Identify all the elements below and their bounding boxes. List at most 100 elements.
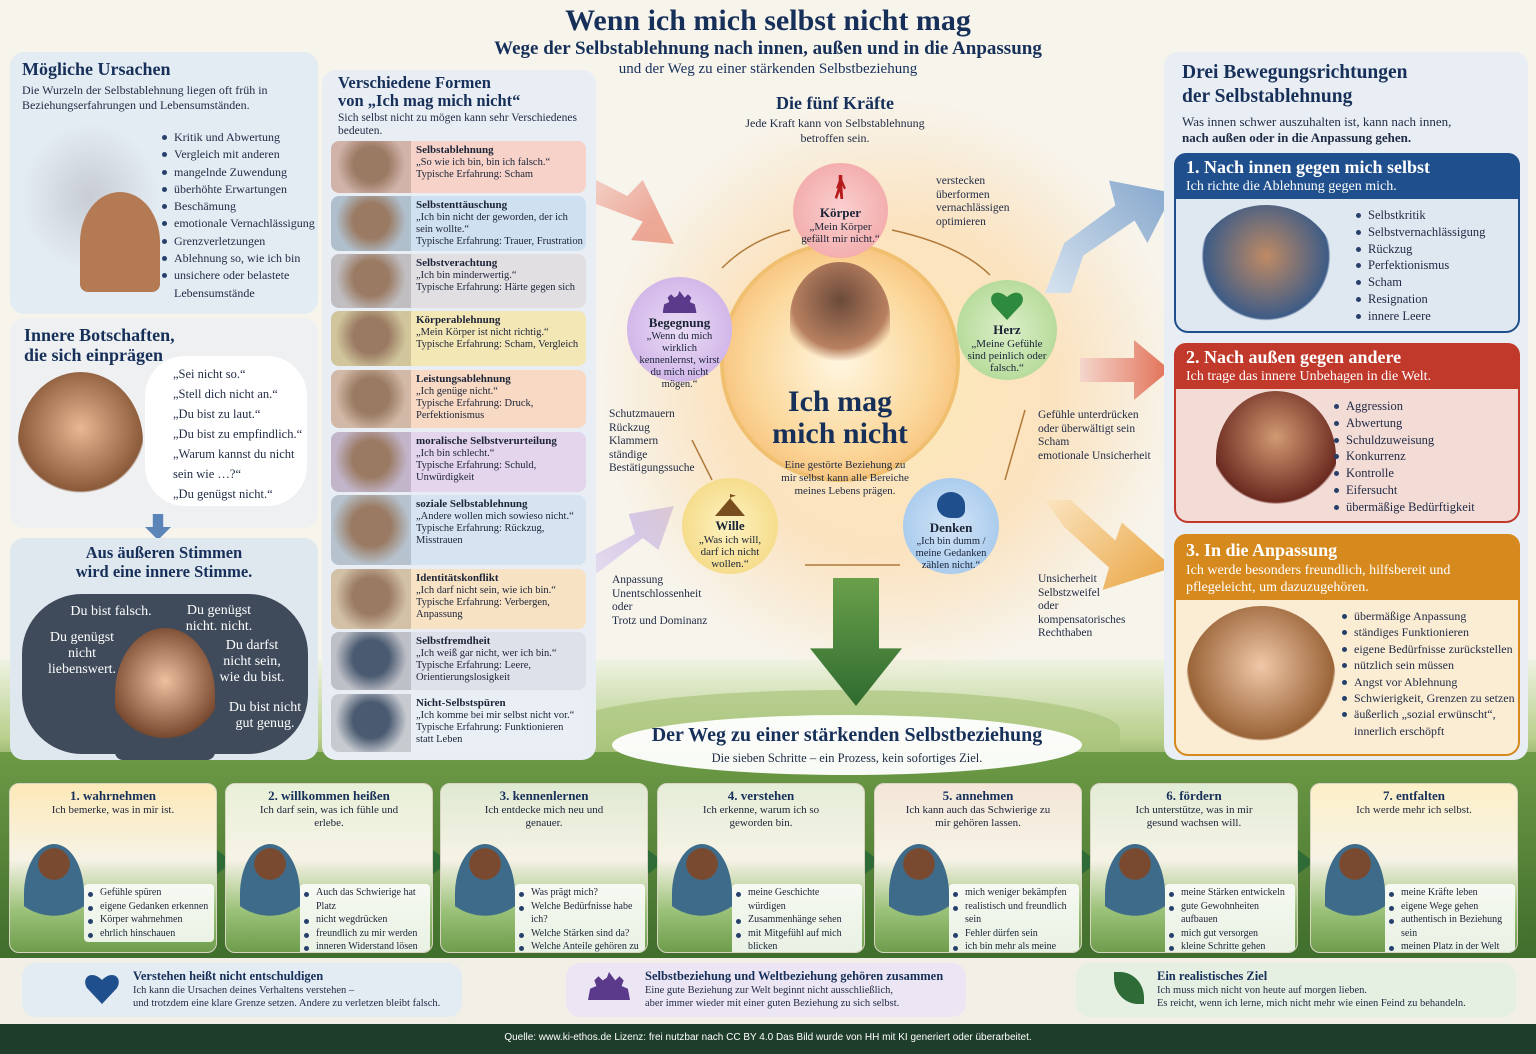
force-herz-quote: „Meine Gefühle sind peinlich oder falsch… xyxy=(967,338,1047,374)
form-quote: „Ich darf nicht sein, wie ich bin.“ xyxy=(416,585,556,596)
force-herz: Herz „Meine Gefühle sind peinlich oder f… xyxy=(957,280,1057,380)
form-card: Selbstablehnung„So wie ich bin, bin ich … xyxy=(331,141,586,193)
step-person-illustration xyxy=(889,844,949,944)
step-list-item: nicht wegdrücken xyxy=(304,913,426,927)
form-portrait-illustration xyxy=(331,432,411,492)
directions-text: Was innen schwer auszuhalten ist, kann n… xyxy=(1182,114,1452,129)
form-name: Selbstablehnung xyxy=(416,144,494,156)
list-item: Angst vor Ablehnung xyxy=(1342,674,1522,690)
form-quote: „Mein Körper ist nicht richtig.“ xyxy=(416,327,549,338)
step-list-item: mich weniger bekämpfen xyxy=(953,886,1075,900)
note-relationship-text-2: aber immer wieder mit einer guten Bezieh… xyxy=(645,998,900,1009)
step-list-item: Zusammenhänge sehen xyxy=(736,913,858,927)
list-item: Vergleich mit anderen xyxy=(162,146,322,163)
note-understanding-text: Ich kann die Ursachen deines Verhaltens … xyxy=(133,985,355,996)
list-item: Kritik und Abwertung xyxy=(162,129,322,146)
force-note: oder xyxy=(1038,600,1059,612)
directions-text-2: nach außen oder in die Anpassung gehen. xyxy=(1182,130,1412,145)
step-subtitle: Ich entdecke mich neu und genauer. xyxy=(484,804,604,829)
forms-title-2: von „Ich mag mich nicht“ xyxy=(338,91,521,110)
step-person-illustration xyxy=(455,844,515,944)
list-item: innere Leere xyxy=(1356,308,1485,325)
shouting-man-illustration xyxy=(1216,391,1336,521)
step-list-item: ehrlich hinschauen xyxy=(88,927,210,941)
form-portrait-illustration xyxy=(331,141,411,193)
list-item: Selbstvernachlässigung xyxy=(1356,224,1485,241)
people-group-icon xyxy=(662,291,697,313)
form-quote: „Ich bin nicht der geworden, der ich sei… xyxy=(416,212,568,235)
form-card: Selbstverachtung„Ich bin minderwertig.“T… xyxy=(331,254,586,308)
direction-adapt-sub: Ich werde besonders freundlich, hilfsber… xyxy=(1186,563,1451,595)
form-portrait-illustration xyxy=(331,196,411,251)
step-subtitle: Ich darf sein, was ich fühle und erlebe. xyxy=(259,804,399,829)
head-brain-icon xyxy=(937,492,965,518)
step-list-item: mich gut versorgen xyxy=(1169,927,1291,941)
form-quote: „So wie ich bin, bin ich falsch.“ xyxy=(416,157,551,168)
voice-bubble: Du bist falsch. xyxy=(70,604,152,619)
force-koerper-name: Körper xyxy=(819,205,862,220)
form-card: soziale Selbstablehnung„Andere wollen mi… xyxy=(331,495,586,565)
force-note: emotionale Unsicherheit xyxy=(1038,449,1151,462)
form-card: Körperablehnung„Mein Körper ist nicht ri… xyxy=(331,311,586,366)
forms-text: Sich selbst nicht zu mögen kann sehr Ver… xyxy=(338,112,577,137)
list-item: Rückzug xyxy=(1356,241,1485,258)
form-quote: „Ich genüge nicht.“ xyxy=(416,386,498,397)
force-denken-name: Denken xyxy=(929,520,973,535)
footer-source: Quelle: www.ki-ethos.de Lizenz: frei nut… xyxy=(504,1032,1032,1043)
step-list-item: authentisch in Beziehung sein xyxy=(1389,913,1511,940)
direction-inner-sub: Ich richte die Ablehnung gegen mich. xyxy=(1186,179,1397,194)
direction-inner-title: 1. Nach innen gegen mich selbst xyxy=(1186,157,1431,177)
note-relationship xyxy=(566,963,966,1017)
directions-title-2: der Selbstablehnung xyxy=(1182,86,1353,107)
form-card: moralische Selbstverurteilung„Ich bin sc… xyxy=(331,432,586,492)
step-list-item: Was prägt mich? xyxy=(519,886,641,900)
step-list-item: realistisch und freundlich sein xyxy=(953,900,1075,927)
page-subtitle: Wege der Selbstablehnung nach innen, auß… xyxy=(494,38,1042,59)
direction-outer-sub: Ich trage das innere Unbehagen in die We… xyxy=(1186,369,1432,384)
head-in-arms-illustration xyxy=(790,262,890,372)
step-list-item: Fehler dürfen sein xyxy=(953,927,1075,941)
step-person-illustration xyxy=(24,844,84,944)
sad-girl-illustration xyxy=(18,372,143,512)
voice-bubble: Du genügst nicht. nicht. xyxy=(185,603,253,634)
messages-title-2: die sich einprägen xyxy=(24,345,164,365)
voices-panel xyxy=(10,538,318,760)
list-item: Kontrolle xyxy=(1334,465,1475,482)
way-title: Der Weg zu einer stärkenden Selbstbezieh… xyxy=(651,724,1043,746)
form-experience: Typische Erfahrung: Funktionieren statt … xyxy=(416,722,564,745)
list-item: Aggression xyxy=(1334,398,1475,415)
force-note: Schutzmauern xyxy=(609,408,675,420)
force-note: oder xyxy=(612,601,633,613)
message-item: „Sei nicht so.“ xyxy=(173,367,246,381)
step-list: Was prägt mich?Welche Bedürfnisse habe i… xyxy=(515,884,645,952)
force-note: verstecken xyxy=(936,175,986,187)
list-item: Scham xyxy=(1356,274,1485,291)
list-item: Ablehnung so, wie ich bin xyxy=(162,250,322,267)
center-text: Eine gestörte Beziehung zu mir selbst ka… xyxy=(781,459,909,497)
note-goal-title: Ein realistisches Ziel xyxy=(1157,969,1268,983)
footer-bar xyxy=(0,1024,1536,1054)
step-list-item: eigene Wege gehen xyxy=(1389,900,1511,914)
forces-text: Jede Kraft kann von Selbstablehnung betr… xyxy=(745,116,925,145)
list-item: Resignation xyxy=(1356,291,1485,308)
force-denken: Denken „Ich bin dumm / meine Gedanken zä… xyxy=(903,478,999,574)
forms-title: Verschiedene Formen xyxy=(338,73,491,92)
step-list-item: Gefühle spüren xyxy=(88,886,210,900)
form-quote: „Ich weiß gar nicht, wer ich bin.“ xyxy=(416,648,557,659)
step-list-item: Körper wahrnehmen xyxy=(88,913,210,927)
force-note: ständige xyxy=(609,448,648,461)
